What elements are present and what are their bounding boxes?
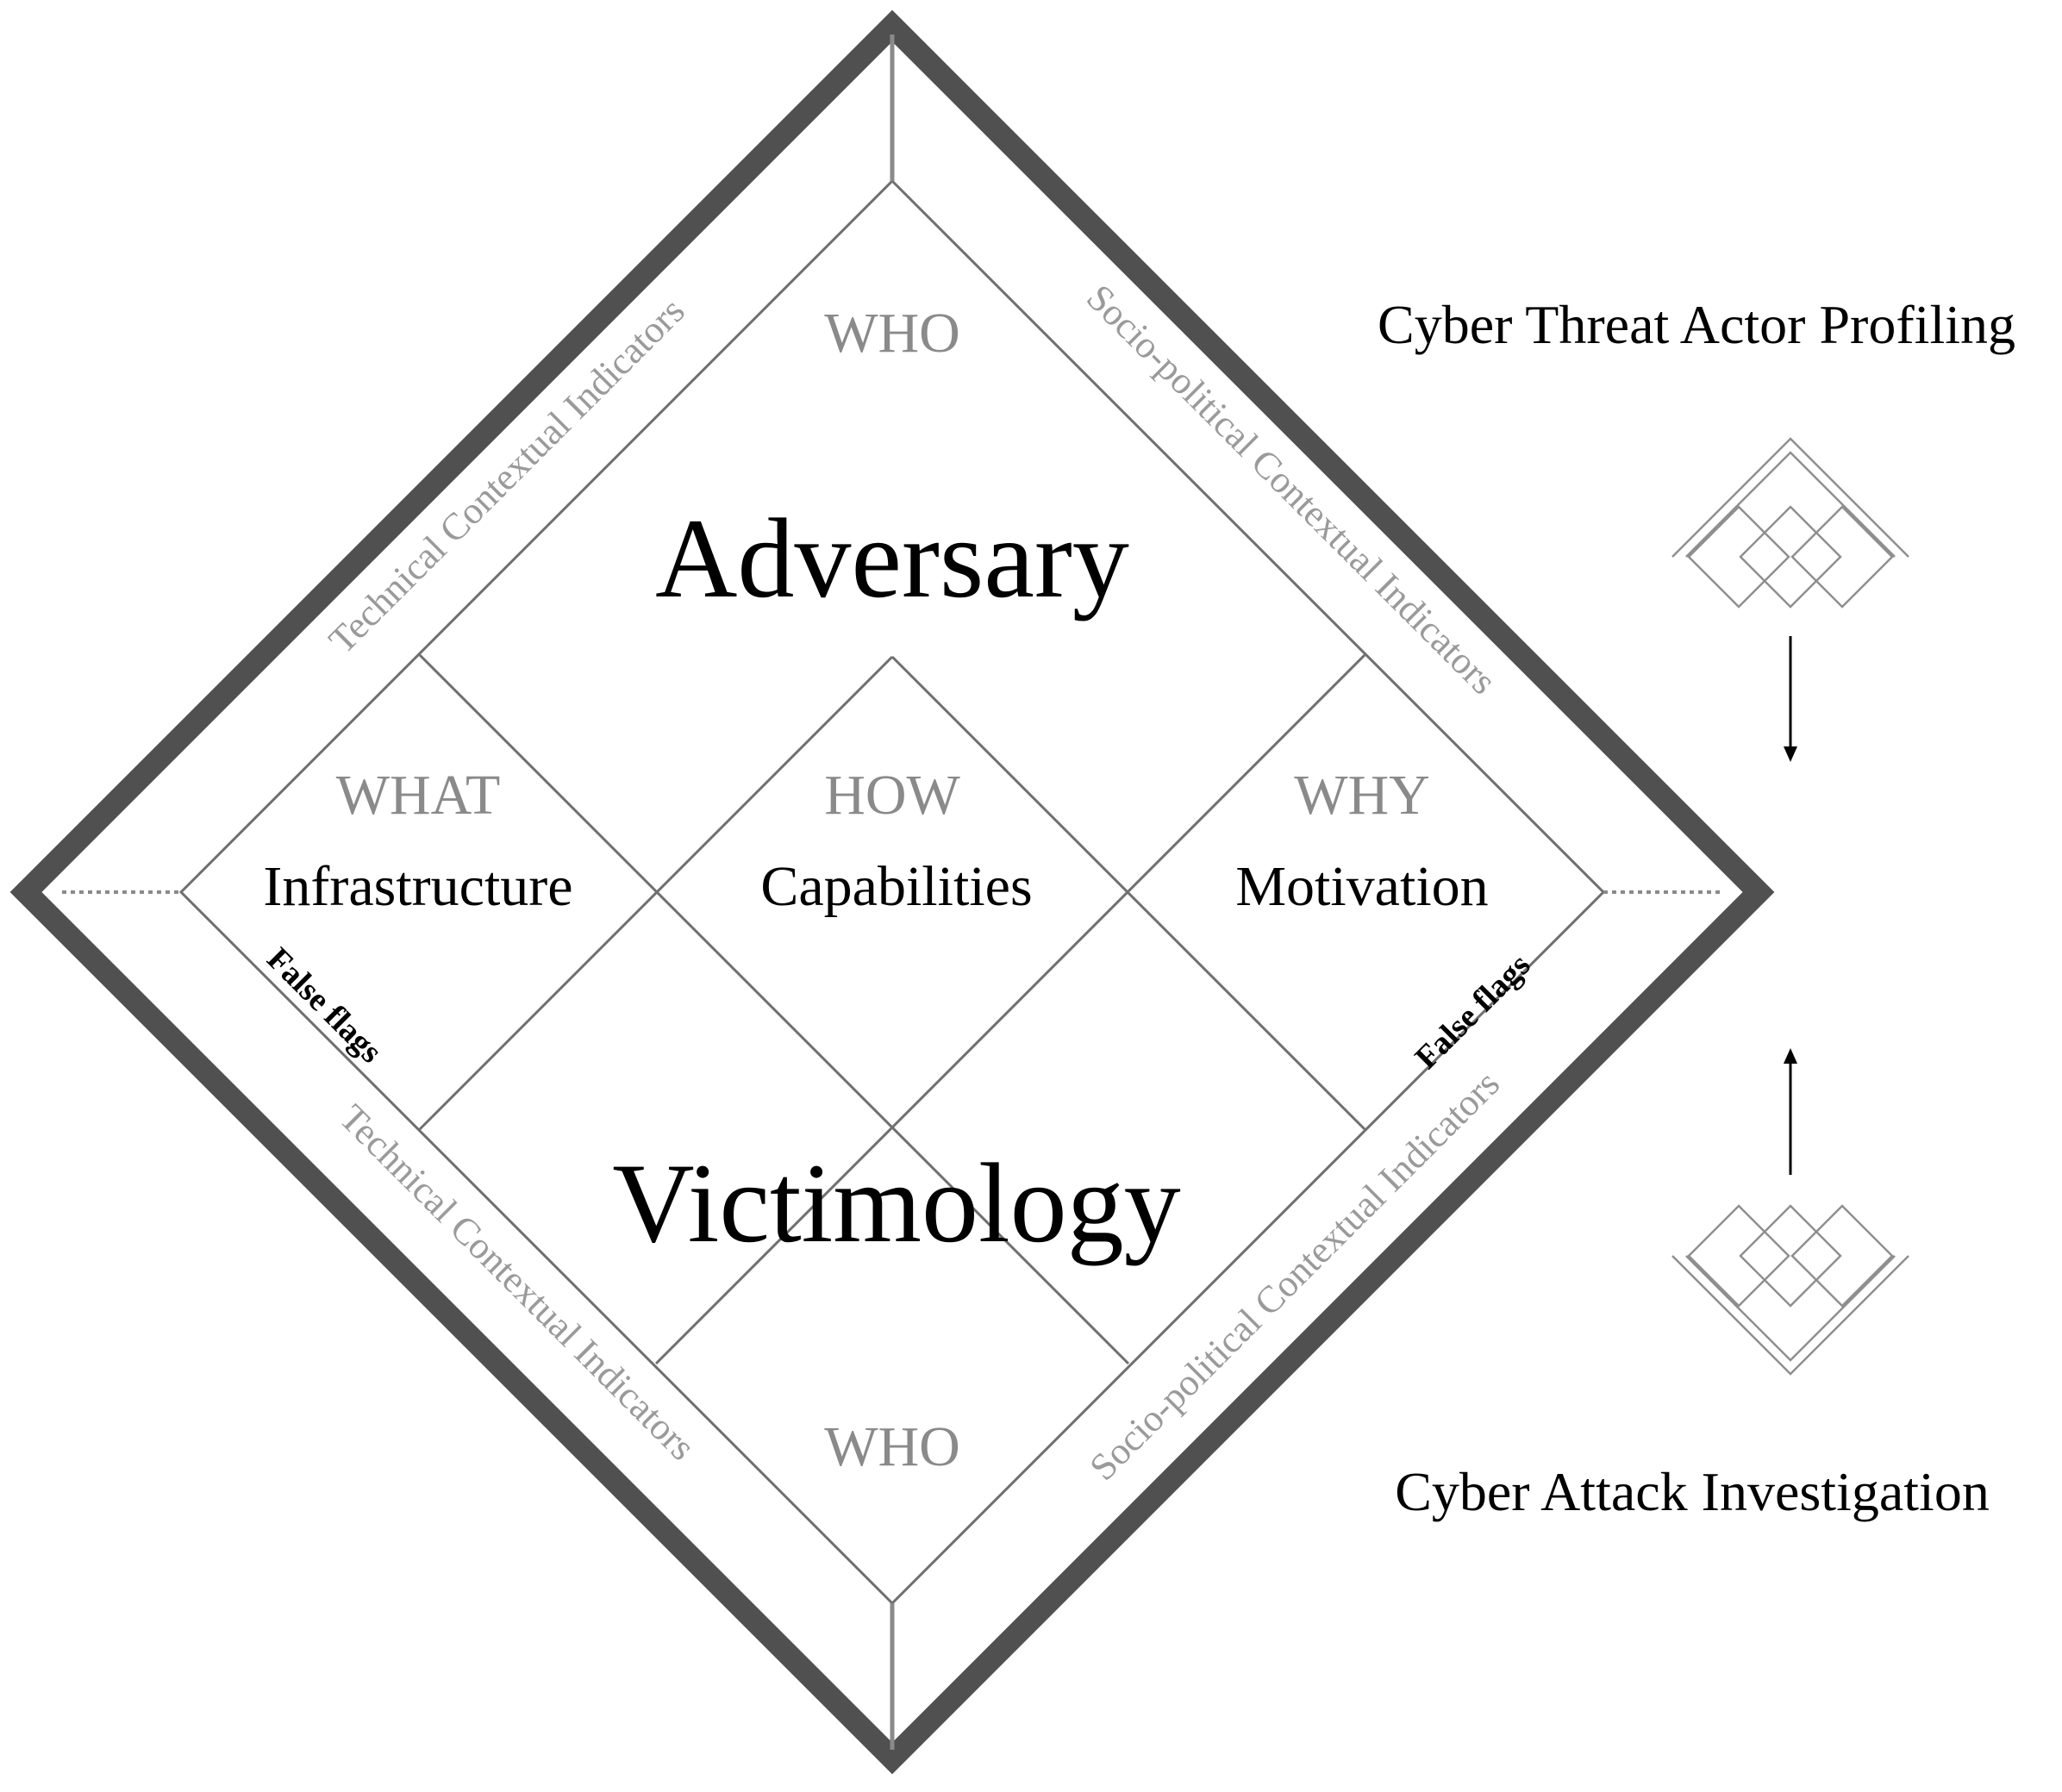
motivation-label: Motivation <box>1235 855 1488 918</box>
who-bottom-label: WHO <box>824 1415 960 1478</box>
what-label: WHAT <box>336 764 501 827</box>
why-label: WHY <box>1294 764 1430 827</box>
false-flags-right: False flags <box>1409 947 1538 1077</box>
investigation-diamond-icon <box>1671 1204 1909 1376</box>
capabilities-label: Capabilities <box>760 855 1032 918</box>
how-label: HOW <box>824 764 960 827</box>
victimology-label: Victimology <box>612 1140 1180 1266</box>
who-top-label: WHO <box>824 302 960 365</box>
profiling-diamond-icon <box>1671 437 1909 609</box>
grid-line-c <box>418 655 894 1131</box>
adversary-label: Adversary <box>655 495 1129 621</box>
false-flags-left: False flags <box>260 941 390 1071</box>
infrastructure-label: Infrastructure <box>263 855 572 918</box>
down-arrow-icon <box>1784 636 1797 762</box>
technical-indicators-upper: Technical Contextual Indicators <box>321 290 693 662</box>
profiling-title: Cyber Threat Actor Profiling <box>1378 294 2015 355</box>
up-arrow-icon <box>1784 1048 1797 1175</box>
grid-line-d <box>890 655 1366 1131</box>
outer-frame <box>9 9 1775 1775</box>
grid-line-b <box>654 653 1366 1365</box>
sociopolitical-indicators-lower: Socio-political Contextual Indicators <box>1082 1063 1508 1489</box>
investigation-title: Cyber Attack Investigation <box>1395 1461 1990 1522</box>
grid-line-a <box>418 653 1130 1365</box>
